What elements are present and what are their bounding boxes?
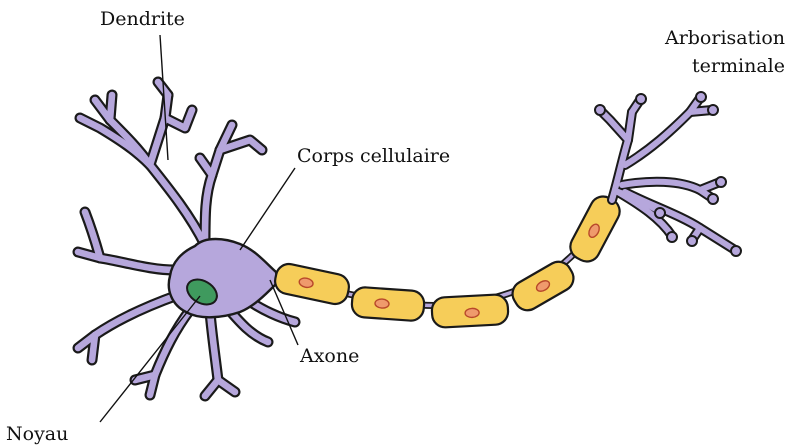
leader-noyau xyxy=(100,296,200,422)
label-corps-cellulaire: Corps cellulaire xyxy=(297,145,450,167)
label-dendrite: Dendrite xyxy=(100,8,185,30)
leader-corps-cellulaire xyxy=(240,168,295,250)
label-axone: Axone xyxy=(299,345,359,367)
label-terminale: terminale xyxy=(692,55,785,77)
myelin-segment xyxy=(351,287,425,322)
axon-terminal xyxy=(595,92,741,256)
dendrite-tree xyxy=(78,82,295,396)
label-noyau: Noyau xyxy=(6,423,68,445)
myelin-segment xyxy=(431,294,508,328)
label-arborisation: Arborisation xyxy=(664,27,785,49)
myelin-segment xyxy=(273,262,352,307)
myelin-segment xyxy=(508,257,578,315)
